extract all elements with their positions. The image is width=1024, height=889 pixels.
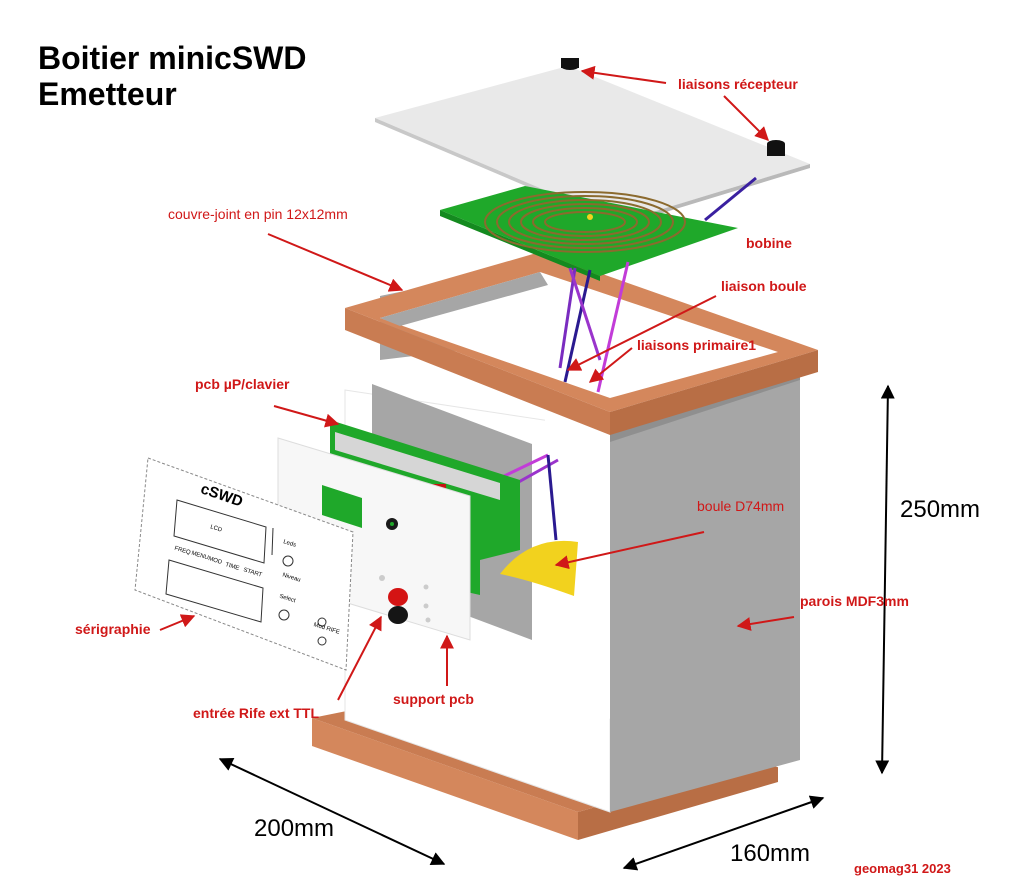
- label-serigraphie: sérigraphie: [75, 621, 151, 637]
- label-liaisons-primaire: liaisons primaire1: [637, 337, 757, 353]
- title-line2: Emetteur: [38, 76, 177, 112]
- annotation-arrows: [159, 65, 795, 701]
- label-couvre-joint: couvre-joint en pin 12x12mm: [168, 206, 348, 222]
- dimension-height: 250mm: [900, 496, 981, 523]
- coil-pcb: [440, 186, 738, 281]
- label-parois: parois MDF3mm: [800, 593, 909, 609]
- label-pcb-up-clavier: pcb µP/clavier: [195, 376, 290, 392]
- sphere-d74: [500, 540, 578, 596]
- top-frame: [345, 252, 818, 435]
- label-liaisons-recepteur: liaisons récepteur: [678, 76, 798, 92]
- label-liaison-boule: liaison boule: [721, 278, 807, 294]
- serigraphy-sheet: [134, 457, 354, 671]
- label-support-pcb: support pcb: [393, 691, 474, 707]
- credit-text: geomag31 2023: [854, 861, 951, 876]
- diagram-title: Boitier minicSWD Emetteur: [38, 40, 306, 112]
- label-entree-rife: entrée Rife ext TTL: [193, 705, 320, 721]
- dimension-arrows: [218, 384, 895, 871]
- dimension-width: 200mm: [254, 815, 335, 842]
- title-line1: Boitier minicSWD: [38, 40, 307, 76]
- label-boule: boule D74mm: [697, 498, 785, 514]
- label-bobine: bobine: [746, 235, 792, 251]
- dimension-depth: 160mm: [730, 840, 811, 867]
